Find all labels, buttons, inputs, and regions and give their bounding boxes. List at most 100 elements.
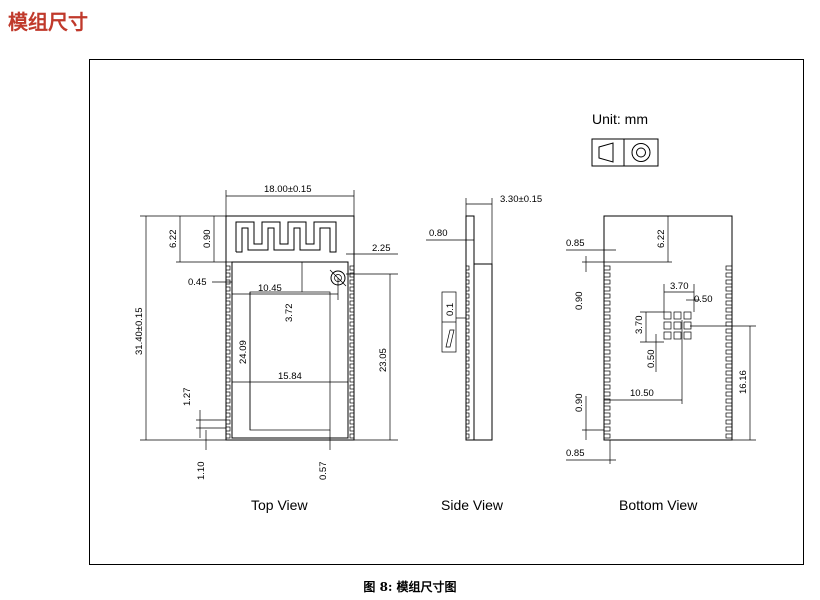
bottom-pad-left <box>603 279 611 285</box>
bottom-pad-right <box>725 433 733 439</box>
top-module-outline <box>225 215 355 441</box>
top-pad-left <box>225 307 231 313</box>
dim-057: 0.57 <box>318 462 329 481</box>
side-view: 3.30±0.15 0.80 0.1 Side View <box>426 194 542 513</box>
bottom-pad-right <box>725 314 733 320</box>
center-thermal-pad <box>663 331 672 340</box>
side-pad <box>465 356 470 362</box>
bottom-pad-right <box>725 370 733 376</box>
top-pad-left <box>225 272 231 278</box>
dim-bottom-1616: 16.16 <box>738 370 749 394</box>
top-pad-right <box>349 433 355 439</box>
top-pad-left <box>225 363 231 369</box>
top-pad-left <box>225 412 231 418</box>
top-pad-left <box>225 419 231 425</box>
dim-2409: 24.09 <box>238 340 249 364</box>
top-pad-right <box>349 307 355 313</box>
bottom-pad-left <box>603 265 611 271</box>
top-pad-right <box>349 349 355 355</box>
bottom-pad-right <box>725 419 733 425</box>
bottom-pad-right <box>725 363 733 369</box>
center-thermal-pad <box>683 311 692 320</box>
center-thermal-pad <box>673 321 682 330</box>
bottom-pad-left <box>603 377 611 383</box>
bottom-pad-right <box>725 293 733 299</box>
bottom-pad-left <box>603 412 611 418</box>
top-pad-right <box>349 370 355 376</box>
top-pad-left <box>225 328 231 334</box>
dim-372: 3.72 <box>284 304 295 323</box>
dim-length: 31.40±0.15 <box>134 308 145 355</box>
bottom-pad-left <box>603 328 611 334</box>
bottom-pad-left <box>603 370 611 376</box>
dim-width: 18.00±0.15 <box>264 184 311 195</box>
bottom-pad-right <box>725 265 733 271</box>
center-thermal-pad <box>673 311 682 320</box>
bottom-pad-left <box>603 356 611 362</box>
top-pad-left <box>225 398 231 404</box>
side-pad <box>465 405 470 411</box>
side-pad <box>465 293 470 299</box>
dim-080: 0.80 <box>429 228 448 239</box>
unit-label: Unit: mm <box>592 111 648 127</box>
top-pad-left <box>225 286 231 292</box>
bottom-pad-right <box>725 328 733 334</box>
side-pad <box>465 342 470 348</box>
side-pad <box>465 321 470 327</box>
bottom-pad-right <box>725 307 733 313</box>
side-pcb <box>465 215 475 441</box>
top-pad-right <box>349 384 355 390</box>
bottom-pad-left <box>603 363 611 369</box>
bottom-pad-right <box>725 342 733 348</box>
dim-bottom-090-top: 0.90 <box>574 292 585 311</box>
dim-bottom-050-h: 0.50 <box>694 294 713 305</box>
top-pad-left <box>225 314 231 320</box>
side-pad <box>465 286 470 292</box>
top-pad-right <box>349 265 355 271</box>
bottom-pad-right <box>725 286 733 292</box>
dim-110: 1.10 <box>196 462 207 481</box>
bottom-pad-left <box>603 314 611 320</box>
bottom-pad-left <box>603 272 611 278</box>
top-pad-right <box>349 272 355 278</box>
dim-1045: 10.45 <box>258 283 282 294</box>
side-view-label: Side View <box>441 497 504 513</box>
top-pad-right <box>349 363 355 369</box>
top-pad-left <box>225 342 231 348</box>
dim-bottom-622: 6.22 <box>656 230 667 249</box>
side-pad <box>465 328 470 334</box>
bottom-pad-left <box>603 419 611 425</box>
side-pad <box>465 412 470 418</box>
side-pad <box>465 314 470 320</box>
top-pad-left <box>225 384 231 390</box>
side-pad <box>465 335 470 341</box>
top-pad-left <box>225 433 231 439</box>
top-pad-right <box>349 300 355 306</box>
bottom-pad-right <box>725 349 733 355</box>
top-pad-right <box>349 391 355 397</box>
bottom-pad-right <box>725 272 733 278</box>
dim-1584: 15.84 <box>278 371 302 382</box>
side-pad <box>465 433 470 439</box>
top-view-label: Top View <box>251 497 308 513</box>
bottom-pad-left <box>603 433 611 439</box>
top-pad-left <box>225 370 231 376</box>
dim-edge-045: 0.45 <box>188 277 207 288</box>
top-pad-right <box>349 412 355 418</box>
bottom-pad-right <box>725 321 733 327</box>
dim-antenna-height: 6.22 <box>168 230 179 249</box>
side-pad <box>465 419 470 425</box>
bottom-pad-right <box>725 384 733 390</box>
bottom-pad-right <box>725 300 733 306</box>
bottom-pad-right <box>725 412 733 418</box>
bottom-pad-right <box>725 356 733 362</box>
bottom-pad-right <box>725 335 733 341</box>
top-pad-left <box>225 293 231 299</box>
dim-bottom-1050: 10.50 <box>630 388 654 399</box>
top-pad-left <box>225 377 231 383</box>
bottom-pad-left <box>603 307 611 313</box>
top-pad-left <box>225 300 231 306</box>
bottom-pad-left <box>603 426 611 432</box>
bottom-pad-left <box>603 300 611 306</box>
